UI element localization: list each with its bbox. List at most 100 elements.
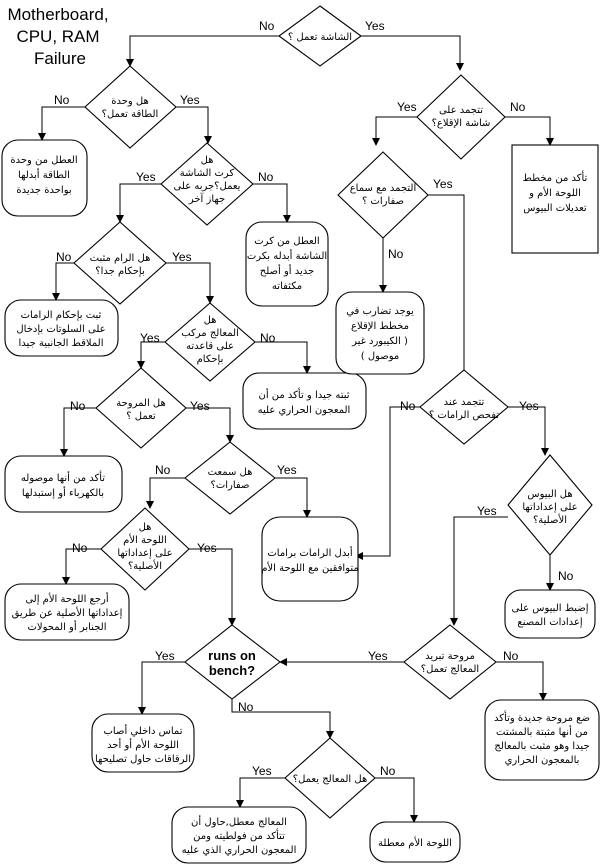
- edge-ramcheck-no: [355, 406, 420, 560]
- svg-text:الشاشة تعمل ؟: الشاشة تعمل ؟: [288, 32, 352, 43]
- edge-gpu-yes: [116, 183, 161, 223]
- label-ramcheck-yes: Yes: [519, 399, 539, 413]
- label-mbdef-no: No: [72, 541, 88, 555]
- edge-fan-yes: [186, 407, 234, 443]
- label-cpu-yes: Yes: [140, 331, 160, 345]
- label-beep2-yes: Yes: [433, 177, 453, 191]
- edge-ram-yes: [166, 262, 214, 304]
- edge-post-yes: [372, 116, 417, 146]
- label-fan-yes: Yes: [190, 399, 210, 413]
- edge-cpu-no: [255, 341, 311, 374]
- edge-mbdef-no: [62, 548, 101, 585]
- edge-bios-yes: [450, 516, 508, 626]
- edge-cpuok-yes: [236, 777, 285, 808]
- label-beep-yes: Yes: [277, 463, 297, 477]
- branch-labels: No Yes No Yes Yes No No Yes Yes No No Ye…: [54, 19, 574, 778]
- edge-cpu-yes: [137, 341, 165, 369]
- box-motherboard-faulty: اللوحة الأم معطلة: [369, 821, 461, 863]
- edge-ramcheck-yes: [508, 406, 549, 456]
- edges: [38, 35, 554, 823]
- edge-cpuok-no: [375, 777, 418, 823]
- edge-beep-no: [146, 477, 185, 509]
- edge-beep2-yes: [428, 194, 465, 392]
- edge-beep-yes: [275, 477, 311, 518]
- edge-mbdef-yes: [189, 548, 236, 626]
- edge-screen-yes: [361, 35, 464, 71]
- label-beep-no: No: [155, 463, 171, 477]
- label-cpufan-no: No: [503, 649, 519, 663]
- edge-ram-no: [52, 262, 74, 301]
- diagram-title: Motherboard, CPU, RAM Failure: [7, 5, 112, 68]
- svg-text:اللوحة الأم معطلة: اللوحة الأم معطلة: [378, 836, 452, 849]
- edge-bench-yes: [138, 661, 185, 715]
- label-power-no: No: [54, 93, 70, 107]
- svg-text:هل المعالج يعمل؟: هل المعالج يعمل؟: [293, 774, 367, 785]
- label-cpuok-no: No: [380, 764, 396, 778]
- label-cpu-no: No: [260, 331, 276, 345]
- label-screen-yes: Yes: [365, 19, 385, 33]
- title-line-3: Failure: [34, 49, 86, 68]
- label-beep2-no: No: [388, 247, 404, 261]
- decision-screen-works: الشاشة تعمل ؟: [278, 5, 362, 67]
- label-cpuok-yes: Yes: [252, 764, 272, 778]
- label-gpu-yes: Yes: [136, 170, 156, 184]
- label-gpu-no: No: [258, 170, 274, 184]
- title-line-1: Motherboard,: [7, 5, 108, 24]
- label-ramcheck-no: No: [400, 399, 416, 413]
- label-ram-no: No: [56, 250, 72, 264]
- label-ram-yes: Yes: [172, 250, 192, 264]
- label-bios-no: No: [558, 569, 574, 583]
- label-fan-no: No: [70, 399, 86, 413]
- decision-cpu-works: هل المعالج يعمل؟: [284, 737, 376, 819]
- label-mbdef-yes: Yes: [197, 541, 217, 555]
- edge-cpufan-no: [496, 661, 547, 701]
